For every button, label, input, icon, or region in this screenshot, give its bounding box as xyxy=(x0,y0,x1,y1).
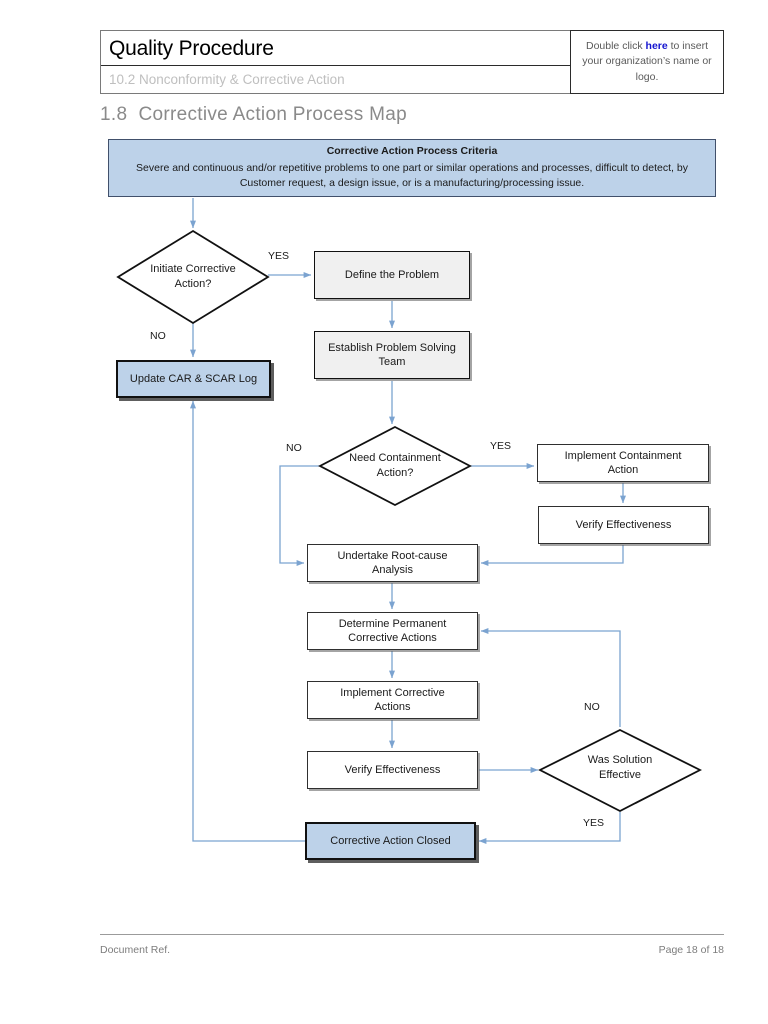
process-define-the-problem[interactable]: Define the Problem xyxy=(314,251,470,299)
node-label: Establish Problem Solving Team xyxy=(328,341,456,370)
process-determine-permanent-corrective-actions[interactable]: Determine Permanent Corrective Actions xyxy=(307,612,478,650)
decision-label-line1: Was Solution xyxy=(587,754,653,767)
node-label-line2: Team xyxy=(378,356,406,368)
node-label: Implement Containment Action xyxy=(565,449,682,478)
criteria-box: Corrective Action Process Criteria Sever… xyxy=(108,139,716,197)
header-title-block: Quality Procedure 10.2 Nonconformity & C… xyxy=(100,30,570,94)
criteria-title: Corrective Action Process Criteria xyxy=(326,145,498,158)
decision-label-line2: Action? xyxy=(376,467,414,479)
page-title: Quality Procedure xyxy=(109,36,274,60)
criteria-body: Severe and continuous and/or repetitive … xyxy=(136,162,688,189)
process-establish-problem-solving-team[interactable]: Establish Problem Solving Team xyxy=(314,331,470,379)
page-subtitle: 10.2 Nonconformity & Corrective Action xyxy=(109,71,345,87)
node-label-line1: Establish Problem Solving xyxy=(328,341,456,354)
node-label: Verify Effectiveness xyxy=(575,518,672,531)
node-label: Define the Problem xyxy=(344,268,440,281)
header-subtitle-row: 10.2 Nonconformity & Corrective Action xyxy=(101,66,570,93)
node-label: Verify Effectiveness xyxy=(344,763,441,776)
process-implement-containment-action[interactable]: Implement Containment Action xyxy=(537,444,709,482)
node-label: Update CAR & SCAR Log xyxy=(129,372,258,385)
edge-label-no-containment: NO xyxy=(286,442,302,454)
node-label-line1: Implement Corrective xyxy=(340,686,445,699)
process-undertake-root-cause-analysis[interactable]: Undertake Root-cause Analysis xyxy=(307,544,478,582)
node-label: Implement Corrective Actions xyxy=(340,686,445,715)
process-verify-effectiveness-corrective[interactable]: Verify Effectiveness xyxy=(307,751,478,789)
node-label-line2: Actions xyxy=(374,701,411,713)
node-label-line1: Undertake Root-cause xyxy=(337,549,448,562)
edge-label-yes-solution: YES xyxy=(583,817,605,829)
node-label: Undertake Root-cause Analysis xyxy=(337,549,447,578)
node-label-line1: Implement Containment xyxy=(564,449,682,462)
edge-label-no-initiate: NO xyxy=(150,330,166,342)
here-link[interactable]: here xyxy=(645,40,668,53)
node-label: Corrective Action Closed xyxy=(330,834,451,847)
section-heading: 1.8 Corrective Action Process Map xyxy=(100,104,407,125)
decision-label-initiate-corrective-action: Initiate Corrective Action? xyxy=(118,260,268,294)
edge-label-yes-initiate: YES xyxy=(268,250,290,262)
node-label-line2: Analysis xyxy=(372,564,413,576)
logo-text-part2: to insert your organization’s name or lo… xyxy=(582,40,712,83)
decision-label-line2: Effective xyxy=(599,769,641,781)
document-header: Quality Procedure 10.2 Nonconformity & C… xyxy=(100,30,724,94)
node-label: Determine Permanent Corrective Actions xyxy=(339,617,447,646)
process-corrective-action-closed[interactable]: Corrective Action Closed xyxy=(305,822,476,860)
edge-label-no-solution: NO xyxy=(584,701,600,713)
decision-label-line1: Initiate Corrective xyxy=(150,263,236,276)
document-footer: Document Ref. Page 18 of 18 xyxy=(100,944,724,956)
node-label-line2: Corrective Actions xyxy=(348,632,437,644)
node-label-line1: Determine Permanent xyxy=(338,617,447,630)
footer-document-ref: Document Ref. xyxy=(100,944,171,956)
decision-label-was-solution-effective: Was Solution Effective xyxy=(545,751,695,785)
process-update-car-scar-log[interactable]: Update CAR & SCAR Log xyxy=(116,360,271,398)
footer-page-number: Page 18 of 18 xyxy=(658,944,724,956)
logo-text-part1: Double click xyxy=(586,40,646,53)
process-verify-effectiveness-containment[interactable]: Verify Effectiveness xyxy=(538,506,709,544)
edge-label-yes-containment: YES xyxy=(490,440,512,452)
header-title-row: Quality Procedure xyxy=(101,31,570,67)
process-implement-corrective-actions[interactable]: Implement Corrective Actions xyxy=(307,681,478,719)
logo-placeholder-cell[interactable]: Double click here to insert your organiz… xyxy=(570,30,724,94)
decision-label-need-containment-action: Need Containment Action? xyxy=(320,449,470,483)
logo-placeholder-text: Double click here to insert your organiz… xyxy=(577,39,717,85)
decision-label-line2: Action? xyxy=(174,278,212,290)
node-label-line2: Action xyxy=(607,464,639,476)
decision-label-line1: Need Containment xyxy=(349,452,441,465)
footer-divider xyxy=(100,934,724,935)
